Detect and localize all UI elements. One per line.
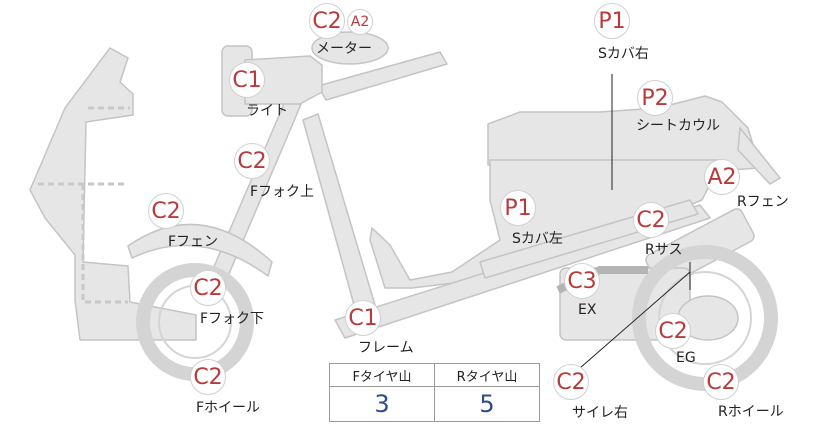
handlebar <box>317 51 448 101</box>
tire-tread-table: Fタイヤ山 Rタイヤ山 3 5 <box>329 363 540 422</box>
headlight-cover <box>244 55 323 105</box>
label-r-suspension: Rサス <box>645 242 683 258</box>
front-tread-value: 3 <box>329 386 435 422</box>
grade-s-cover-right: P1 <box>594 3 630 39</box>
grade-light: C1 <box>229 62 265 98</box>
label-seat-cowl: シートカウル <box>636 118 720 134</box>
grade-r-suspension: C2 <box>633 202 669 238</box>
grade-r-wheel: C2 <box>703 364 739 400</box>
label-frame: フレーム <box>358 340 414 356</box>
label-s-cover-left: Sカバ左 <box>512 231 563 247</box>
grade-ex: C3 <box>564 263 600 299</box>
rear-tread-header: Rタイヤ山 <box>434 363 540 387</box>
label-r-wheel: Rホイール <box>718 404 784 420</box>
label-meter: メーター <box>316 41 372 57</box>
rear-fender <box>737 126 782 185</box>
grade-s-cover-left: P1 <box>500 190 536 226</box>
label-light: ライト <box>246 103 288 119</box>
label-f-fork-lower: Fフォク下 <box>200 311 265 327</box>
label-s-cover-right: Sカバ右 <box>598 46 649 62</box>
frame-tube <box>302 113 376 313</box>
label-f-wheel: Fホイール <box>196 400 261 416</box>
label-f-fork-upper: Fフォク上 <box>250 184 315 200</box>
grade-muffler-right: C2 <box>553 364 589 400</box>
rear-tread-value: 5 <box>434 386 540 422</box>
label-eg: EG <box>676 350 696 366</box>
label-ex: EX <box>578 302 597 318</box>
grade-f-fork-upper: C2 <box>234 143 270 179</box>
grade-f-fork-lower: C2 <box>190 270 226 306</box>
label-r-fender: Rフェン <box>737 194 789 210</box>
grade-seat-cowl: P2 <box>637 80 673 116</box>
grade-frame: C1 <box>345 300 381 336</box>
leg-shield <box>29 47 197 341</box>
leader-muffler-right <box>579 271 691 369</box>
grade-r-fender: A2 <box>704 159 740 195</box>
grade-f-fender: C2 <box>148 193 184 229</box>
front-tread-header: Fタイヤ山 <box>329 363 435 387</box>
label-f-fender: Fフェン <box>168 234 219 250</box>
grade-meter: C2 <box>309 3 345 39</box>
meter-body <box>311 31 389 65</box>
label-muffler-right: サイレ右 <box>572 405 628 421</box>
grade-eg: C2 <box>655 313 691 349</box>
grade-f-wheel: C2 <box>190 359 226 395</box>
grade-meter-alt: A2 <box>347 9 373 35</box>
